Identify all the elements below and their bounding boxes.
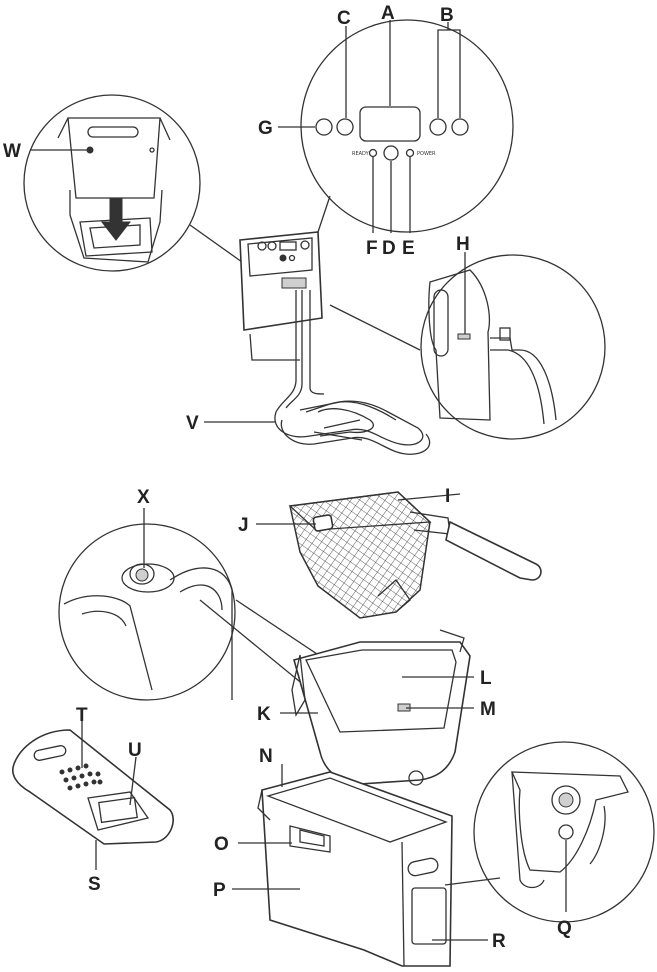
label-c: C [337, 8, 351, 29]
oil-bowl [280, 630, 474, 785]
reset-callout [330, 252, 605, 439]
label-i: I [445, 486, 450, 507]
label-t: T [76, 705, 88, 726]
label-k: K [257, 704, 271, 725]
label-g: G [258, 118, 273, 139]
label-l: L [480, 668, 492, 689]
label-r: R [492, 931, 506, 952]
lid [13, 720, 173, 870]
drain-valve-callout [445, 742, 654, 922]
label-h: H [456, 234, 470, 255]
power-text: POWER [417, 151, 436, 157]
label-n: N [259, 746, 273, 767]
label-e: E [402, 238, 415, 259]
label-u: U [128, 740, 142, 761]
label-d: D [382, 238, 396, 259]
label-v: V [186, 413, 199, 434]
label-x: X [137, 487, 150, 508]
label-w: W [3, 141, 21, 162]
label-b: B [440, 5, 454, 26]
control-panel-callout: READY POWER [278, 20, 513, 233]
ready-text: READY [352, 151, 370, 157]
housing [232, 764, 488, 966]
label-a: A [381, 3, 395, 24]
filter-callout [24, 95, 242, 271]
label-m: M [480, 699, 496, 720]
label-p: P [213, 880, 226, 901]
label-o: O [214, 834, 229, 855]
label-f: F [366, 238, 378, 259]
heating-element [204, 232, 430, 454]
label-s: S [88, 874, 101, 895]
label-j: J [238, 515, 249, 536]
label-q: Q [557, 918, 572, 939]
fry-basket [256, 492, 541, 618]
